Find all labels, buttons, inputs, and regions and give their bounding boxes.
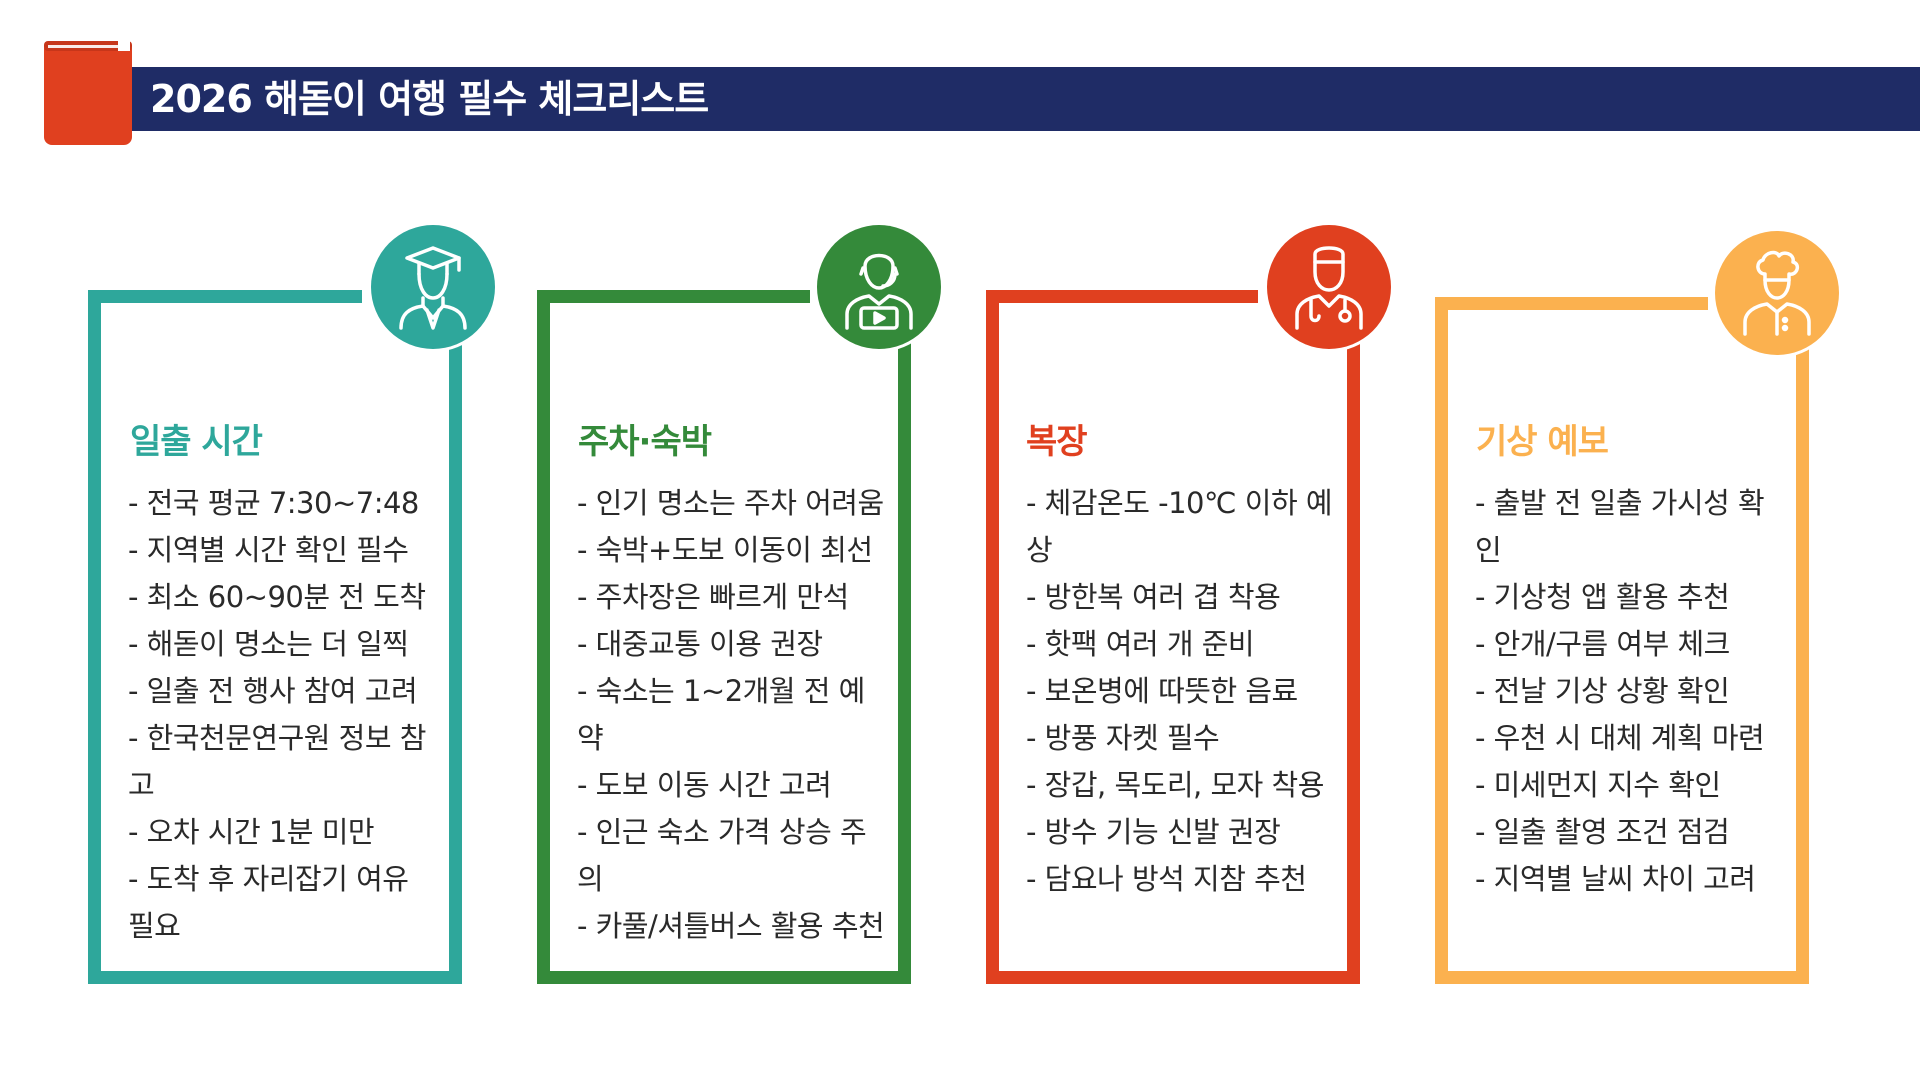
- card-icon-badge: [368, 222, 498, 352]
- list-item: - 최소 60~90분 전 도착: [128, 580, 426, 614]
- list-item: - 우천 시 대체 계획 마련: [1475, 721, 1765, 755]
- list-item: - 카풀/셔틀버스 활용 추천: [577, 909, 885, 943]
- list-item: - 숙소는 1~2개월 전 예약: [577, 674, 865, 755]
- list-item: - 미세먼지 지수 확인: [1475, 768, 1721, 802]
- list-item: - 방수 기능 신발 권장: [1026, 815, 1281, 849]
- card-sunrise-time: [88, 290, 462, 984]
- list-item: - 출발 전 일출 가시성 확인: [1475, 486, 1765, 567]
- card-item-list: - 전국 평균 7:30~7:48 - 지역별 시간 확인 필수 - 최소 60…: [128, 480, 440, 950]
- list-item: - 숙박+도보 이동이 최선: [577, 533, 873, 567]
- list-item: - 도보 이동 시간 고려: [577, 768, 832, 802]
- graduate-person-icon: [399, 246, 467, 330]
- card-item-list: - 인기 명소는 주차 어려움 - 숙박+도보 이동이 최선 - 주차장은 빠르…: [577, 480, 889, 950]
- list-item: - 전국 평균 7:30~7:48: [128, 486, 419, 520]
- book-icon: [44, 41, 132, 145]
- list-item: - 인근 숙소 가격 상승 주의: [577, 815, 867, 896]
- list-item: - 방한복 여러 겹 착용: [1026, 580, 1281, 614]
- list-item: - 오차 시간 1분 미만: [128, 815, 375, 849]
- doctor-person-icon: [1295, 246, 1363, 330]
- list-item: - 인기 명소는 주차 어려움: [577, 486, 884, 520]
- card-title: 기상 예보: [1476, 422, 1609, 462]
- page-title: 2026 해돋이 여행 필수 체크리스트: [150, 77, 709, 121]
- list-item: - 주차장은 빠르게 만석: [577, 580, 849, 614]
- card-item-list: - 체감온도 -10℃ 이하 예상 - 방한복 여러 겹 착용 - 핫팩 여러 …: [1026, 480, 1338, 903]
- list-item: - 대중교통 이용 권장: [577, 627, 823, 661]
- card-title: 일출 시간: [130, 422, 263, 462]
- list-item: - 전날 기상 상황 확인: [1475, 674, 1730, 708]
- card-item-list: - 출발 전 일출 가시성 확인 - 기상청 앱 활용 추천 - 안개/구름 여…: [1475, 480, 1787, 903]
- list-item: - 보온병에 따뜻한 음료: [1026, 674, 1298, 708]
- list-item: - 방풍 자켓 필수: [1026, 721, 1220, 755]
- list-item: - 장갑, 목도리, 모자 착용: [1026, 768, 1324, 802]
- header-bar: [60, 67, 1920, 131]
- card-icon-badge: [814, 222, 944, 352]
- list-item: - 기상청 앱 활용 추천: [1475, 580, 1730, 614]
- list-item: - 안개/구름 여부 체크: [1475, 627, 1730, 661]
- list-item: - 도착 후 자리잡기 여유 필요: [128, 862, 409, 943]
- chef-person-icon: [1743, 250, 1811, 336]
- list-item: - 체감온도 -10℃ 이하 예상: [1026, 486, 1333, 567]
- list-item: - 담요나 방석 지참 추천: [1026, 862, 1307, 896]
- presenter-person-icon: [845, 253, 913, 330]
- card-title: 주차·숙박: [578, 422, 712, 462]
- card-title: 복장: [1026, 422, 1088, 462]
- card-icon-badge: [1264, 222, 1394, 352]
- list-item: - 핫팩 여러 개 준비: [1026, 627, 1255, 661]
- list-item: - 한국천문연구원 정보 참고: [128, 721, 426, 802]
- list-item: - 지역별 날씨 차이 고려: [1475, 862, 1756, 896]
- list-item: - 일출 촬영 조건 점검: [1475, 815, 1730, 849]
- card-icon-badge: [1712, 228, 1842, 358]
- list-item: - 지역별 시간 확인 필수: [128, 533, 409, 567]
- list-item: - 일출 전 행사 참여 고려: [128, 674, 418, 708]
- list-item: - 해돋이 명소는 더 일찍: [128, 627, 409, 661]
